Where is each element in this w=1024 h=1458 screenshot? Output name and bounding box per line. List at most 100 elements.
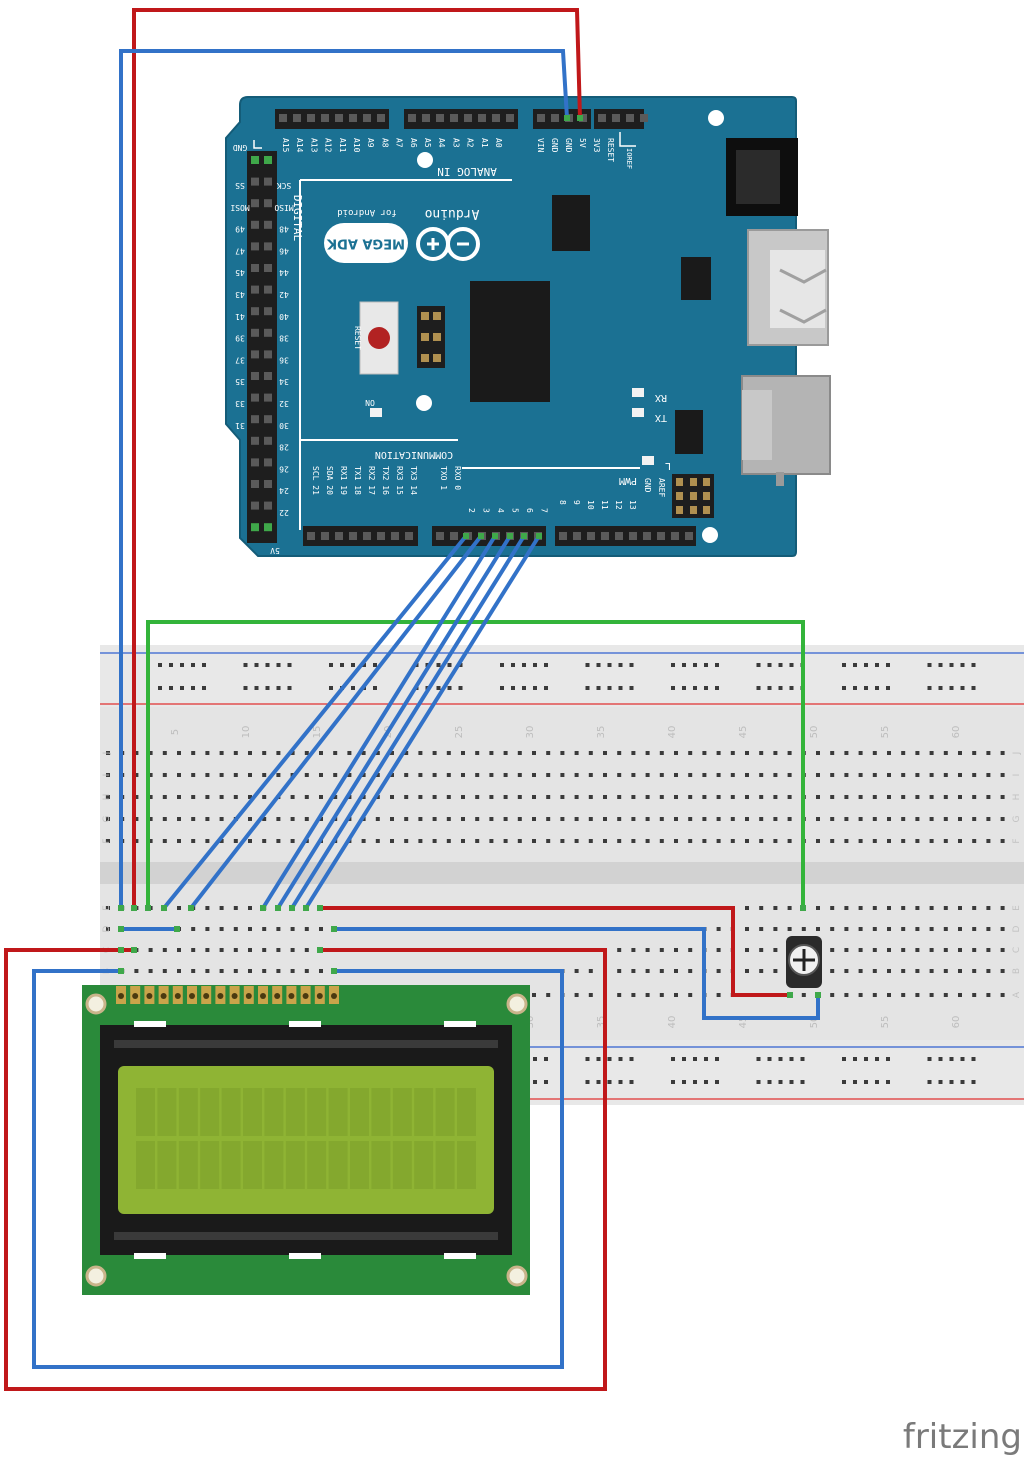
breadboard-hole[interactable] [489,773,494,777]
breadboard-hole[interactable] [532,795,536,799]
breadboard-hole[interactable] [787,839,792,843]
rail-hole[interactable] [180,663,184,667]
breadboard-hole[interactable] [844,795,849,799]
breadboard-hole[interactable] [361,751,366,755]
rail-hole[interactable] [938,1080,943,1084]
breadboard-hole[interactable] [702,839,707,843]
breadboard-hole[interactable] [688,773,693,777]
wire-backlight-gnd[interactable] [32,969,564,1369]
breadboard-hole[interactable] [830,751,835,755]
breadboard-hole[interactable] [574,969,579,973]
breadboard-hole[interactable] [304,969,309,973]
wire-data-rs[interactable] [162,534,468,910]
breadboard-hole[interactable] [773,906,778,910]
breadboard-hole[interactable] [887,795,891,799]
breadboard-hole[interactable] [404,817,409,821]
breadboard-hole[interactable] [588,795,593,799]
breadboard-hole[interactable] [106,773,110,777]
header-pin[interactable] [264,285,272,294]
rail-hole[interactable] [789,1057,794,1061]
breadboard-hole[interactable] [574,993,579,997]
header-pin[interactable] [264,307,272,316]
rail-hole[interactable] [585,1057,590,1061]
breadboard-hole[interactable] [702,817,707,821]
power-header[interactable] [533,109,591,129]
breadboard-hole[interactable] [915,795,920,799]
icsp-header[interactable] [417,306,445,368]
breadboard-hole[interactable] [716,969,721,973]
breadboard-hole[interactable] [219,839,224,843]
breadboard-hole[interactable] [248,969,252,973]
breadboard-hole[interactable] [745,906,749,910]
rail-hole[interactable] [853,663,857,667]
header-pin[interactable] [264,220,272,229]
breadboard-hole[interactable] [532,993,536,997]
breadboard-hole[interactable] [503,795,508,799]
breadboard-hole[interactable] [830,969,835,973]
breadboard-hole[interactable] [162,969,167,973]
breadboard-hole[interactable] [319,773,323,777]
rail-hole[interactable] [533,1080,537,1084]
header-pin[interactable] [264,458,272,467]
breadboard-hole[interactable] [603,773,607,777]
potentiometer[interactable] [786,936,822,988]
breadboard-hole[interactable] [915,906,920,910]
breadboard-hole[interactable] [958,927,962,931]
breadboard-hole[interactable] [603,795,607,799]
rail-hole[interactable] [864,663,868,667]
header-pin[interactable] [321,532,329,540]
breadboard-hole[interactable] [1000,795,1005,799]
breadboard-hole[interactable] [745,927,749,931]
breadboard-hole[interactable] [304,773,309,777]
breadboard-hole[interactable] [773,773,778,777]
header-pin[interactable] [251,501,259,510]
breadboard-hole[interactable] [901,969,906,973]
analog-header-high[interactable] [275,109,389,129]
rail-hole[interactable] [596,1080,601,1084]
breadboard-hole[interactable] [816,795,820,799]
breadboard-hole[interactable] [177,906,181,910]
breadboard-hole[interactable] [248,906,252,910]
breadboard-hole[interactable] [745,795,749,799]
breadboard-hole[interactable] [219,795,224,799]
header-pin[interactable] [264,415,272,424]
breadboard-hole[interactable] [475,839,480,843]
breadboard-hole[interactable] [560,817,565,821]
breadboard-hole[interactable] [872,969,877,973]
breadboard-hole[interactable] [659,817,664,821]
header-pin[interactable] [559,532,567,540]
breadboard-hole[interactable] [432,751,437,755]
breadboard-hole[interactable] [844,927,849,931]
breadboard-hole[interactable] [929,839,934,843]
breadboard-hole[interactable] [787,817,792,821]
wire-gnd-blue[interactable] [119,49,569,908]
breadboard-hole[interactable] [972,751,977,755]
rail-hole[interactable] [671,1080,675,1084]
breadboard-hole[interactable] [262,927,267,931]
breadboard-hole[interactable] [716,773,721,777]
rail-hole[interactable] [886,1080,890,1084]
breadboard-hole[interactable] [972,839,977,843]
breadboard-hole[interactable] [106,927,110,931]
breadboard-hole[interactable] [617,773,622,777]
breadboard-hole[interactable] [645,751,650,755]
rail-hole[interactable] [202,686,206,690]
breadboard-hole[interactable] [958,906,962,910]
rail-hole[interactable] [875,1057,879,1061]
breadboard-hole[interactable] [262,773,267,777]
breadboard-hole[interactable] [503,817,508,821]
breadboard-hole[interactable] [276,773,281,777]
header-pin[interactable] [612,114,620,122]
breadboard-hole[interactable] [475,751,480,755]
breadboard-hole[interactable] [617,817,622,821]
breadboard-hole[interactable] [801,993,806,997]
rail-hole[interactable] [351,686,355,690]
breadboard-hole[interactable] [674,817,678,821]
breadboard-hole[interactable] [446,817,451,821]
breadboard-hole[interactable] [745,773,749,777]
breadboard-hole[interactable] [588,993,593,997]
header-pin[interactable] [251,199,259,208]
breadboard-hole[interactable] [134,773,139,777]
breadboard-hole[interactable] [773,927,778,931]
breadboard-hole[interactable] [390,839,394,843]
